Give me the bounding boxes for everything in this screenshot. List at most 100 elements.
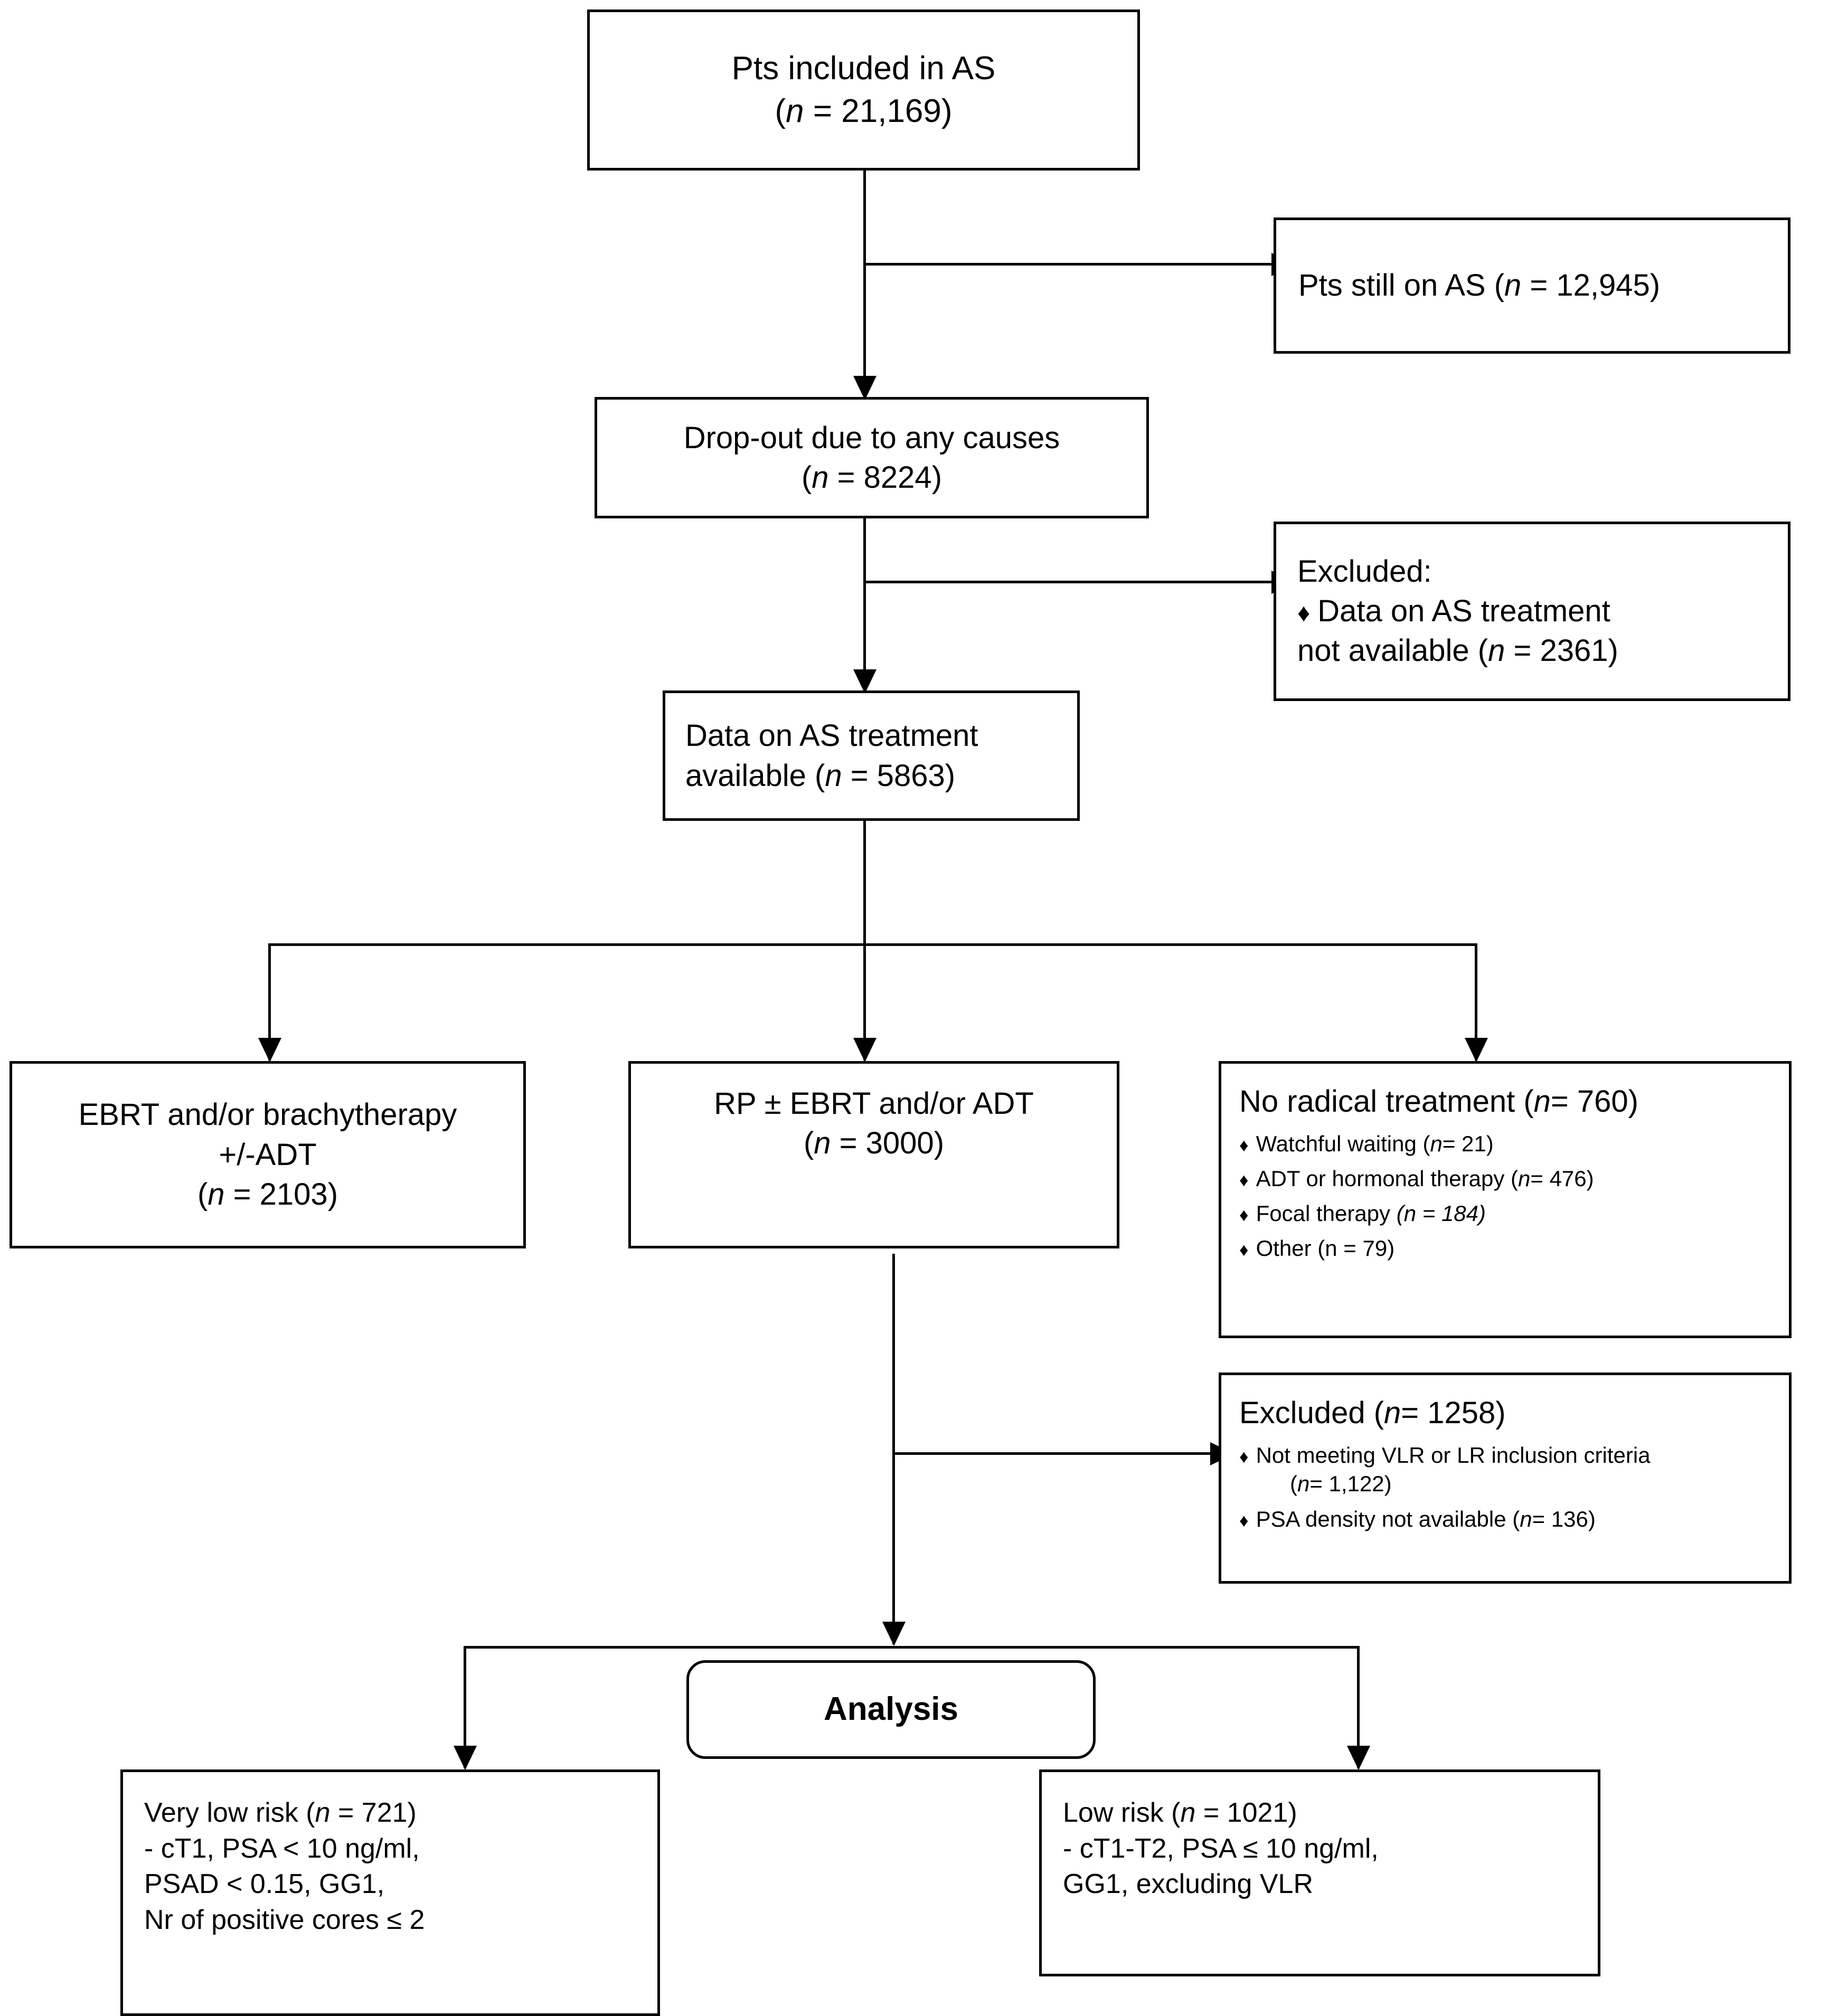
- bullet-item: ♦ Focal therapy (n = 184): [1239, 1199, 1773, 1228]
- n-symbol: n: [812, 460, 829, 495]
- arrowhead-rp: [853, 1038, 876, 1062]
- node-line: Pts still on AS (n = 12,945): [1298, 266, 1766, 305]
- criteria-line: - cT1, PSA < 10 ng/ml,: [144, 1833, 420, 1864]
- connector-split-middle: [863, 943, 866, 1061]
- n-value: = 1258): [1401, 1396, 1506, 1430]
- paren-open: (: [803, 1126, 814, 1161]
- node-line: RP ± EBRT and/or ADT: [714, 1086, 1034, 1121]
- connector-split-left: [268, 943, 271, 1061]
- node-analysis[interactable]: Analysis: [686, 1660, 1096, 1759]
- node-pts-included-in-as[interactable]: Pts included in AS (n = 21,169): [587, 10, 1140, 171]
- diamond-bullet-icon: ♦: [1239, 1239, 1249, 1260]
- criteria-line: - cT1-T2, PSA ≤ 10 ng/ml,: [1063, 1833, 1379, 1864]
- node-heading: Low risk (n = 1021): [1063, 1795, 1582, 1831]
- connector-analysis-left: [464, 1646, 466, 1768]
- label-text: PSA density not available (: [1256, 1506, 1520, 1531]
- node-line: (n = 3000): [643, 1123, 1105, 1163]
- node-line: (n = 8224): [615, 458, 1128, 497]
- label-text: ADT or hormonal therapy (: [1256, 1166, 1519, 1191]
- n-value: = 21): [1442, 1131, 1494, 1157]
- node-heading: Excluded:: [1297, 554, 1432, 589]
- diamond-bullet-icon: ♦: [1239, 1135, 1249, 1156]
- n-value: = 5863): [842, 758, 956, 793]
- node-data-on-as-available[interactable]: Data on AS treatment available (n = 5863…: [663, 690, 1080, 821]
- n-symbol: n: [315, 1797, 331, 1828]
- n-value: = 184): [1416, 1200, 1486, 1226]
- connector-dropout-to-available: [863, 517, 866, 692]
- criteria-line: GG1, excluding VLR: [1063, 1869, 1314, 1900]
- bullet-text: Watchful waiting (n= 21): [1256, 1130, 1494, 1158]
- label-text: Very low risk (: [144, 1797, 315, 1828]
- n-symbol: n: [1384, 1396, 1401, 1430]
- arrowhead-very-low-risk: [454, 1746, 477, 1770]
- diamond-bullet-icon: ♦: [1239, 1447, 1249, 1468]
- node-line: Pts included in AS: [731, 50, 996, 87]
- bullet-item: ♦ Not meeting VLR or LR inclusion criter…: [1239, 1441, 1776, 1470]
- connector-available-down: [863, 821, 866, 943]
- label-text: Pts still on AS (: [1298, 268, 1505, 303]
- paren-open: (: [197, 1177, 208, 1212]
- connector-to-excluded-data: [863, 581, 1278, 583]
- bullet-text: Not meeting VLR or LR inclusion criteria: [1256, 1443, 1651, 1468]
- node-line: Data on AS treatment: [685, 718, 978, 753]
- diamond-bullet-icon: ♦: [1239, 1170, 1249, 1191]
- node-line: (n = 2103): [24, 1175, 512, 1214]
- node-pts-still-on-as[interactable]: Pts still on AS (n = 12,945): [1274, 217, 1790, 354]
- node-line: EBRT and/or brachytherapy: [78, 1097, 457, 1132]
- bullet-item: ♦ Watchful waiting (n= 21): [1239, 1130, 1773, 1158]
- arrowhead-rp-down: [882, 1622, 906, 1646]
- node-excluded-data-not-available[interactable]: Excluded: ♦Data on AS treatment not avai…: [1274, 522, 1790, 701]
- connector-to-excluded-1258: [892, 1452, 1217, 1455]
- n-value: = 3000): [831, 1126, 945, 1161]
- n-value: = 8224): [828, 460, 942, 495]
- n-value: = 2103): [224, 1177, 338, 1212]
- n-value: = 1,122): [1309, 1471, 1392, 1497]
- connector-split-right: [1475, 943, 1477, 1061]
- label-text: not available (: [1297, 633, 1488, 668]
- label-text: No radical treatment (: [1239, 1084, 1534, 1119]
- node-heading: No radical treatment (n= 760): [1239, 1082, 1773, 1121]
- arrowhead-ebrt: [258, 1038, 281, 1062]
- connector-included-to-dropout: [863, 169, 866, 399]
- node-rp-ebrt-adt[interactable]: RP ± EBRT and/or ADT (n = 3000): [628, 1061, 1119, 1248]
- node-line: (n = 21,169): [611, 90, 1116, 133]
- n-symbol: n: [208, 1177, 225, 1212]
- node-low-risk[interactable]: Low risk (n = 1021) - cT1-T2, PSA ≤ 10 n…: [1039, 1769, 1600, 1976]
- node-excluded-1258[interactable]: Excluded (n= 1258) ♦ Not meeting VLR or …: [1219, 1373, 1792, 1584]
- connector-rp-down: [892, 1254, 895, 1644]
- n-value: = 721): [330, 1797, 417, 1828]
- diamond-bullet-icon: ♦: [1239, 1205, 1249, 1225]
- connector-analysis-right: [1357, 1646, 1360, 1768]
- label-text: Low risk (: [1063, 1797, 1181, 1828]
- n-symbol: n: [1180, 1797, 1196, 1828]
- n-value: = 1021): [1195, 1797, 1297, 1828]
- bullet-continuation: not available (n = 2361): [1297, 631, 1767, 670]
- label-text: Focal therapy: [1256, 1200, 1397, 1226]
- criteria-line: PSAD < 0.15, GG1,: [144, 1869, 385, 1900]
- bullet-item: ♦ Other (n = 79): [1239, 1234, 1773, 1263]
- n-symbol: n: [825, 758, 842, 793]
- arrowhead-no-radical: [1465, 1038, 1488, 1062]
- node-line: +/-ADT: [219, 1137, 317, 1172]
- node-no-radical-treatment[interactable]: No radical treatment (n= 760) ♦ Watchful…: [1219, 1061, 1792, 1338]
- n-symbol: n: [1520, 1506, 1532, 1531]
- paren-open: (: [801, 460, 812, 495]
- n-value: = 2361): [1505, 633, 1618, 668]
- n-symbol: (n: [1396, 1200, 1417, 1226]
- node-very-low-risk[interactable]: Very low risk (n = 721) - cT1, PSA < 10 …: [120, 1769, 660, 2016]
- bullet-item: ♦Data on AS treatment: [1297, 592, 1767, 631]
- bullet-continuation: (n= 1,122): [1239, 1470, 1776, 1499]
- n-value: = 21,169): [804, 92, 953, 129]
- node-ebrt-brachytherapy[interactable]: EBRT and/or brachytherapy +/-ADT (n = 21…: [10, 1061, 526, 1248]
- node-dropout[interactable]: Drop-out due to any causes (n = 8224): [595, 397, 1149, 518]
- n-symbol: n: [786, 92, 804, 129]
- bullet-text: Data on AS treatment: [1317, 593, 1610, 628]
- n-value: = 760): [1550, 1084, 1638, 1119]
- bullet-text: Other (n = 79): [1256, 1235, 1395, 1261]
- connector-to-pts-still-on-as: [863, 263, 1278, 266]
- arrowhead-dropout: [853, 376, 876, 400]
- bullet-item: ♦ PSA density not available (n= 136): [1239, 1505, 1776, 1534]
- n-value: = 136): [1532, 1506, 1596, 1531]
- n-value: = 12,945): [1521, 268, 1661, 303]
